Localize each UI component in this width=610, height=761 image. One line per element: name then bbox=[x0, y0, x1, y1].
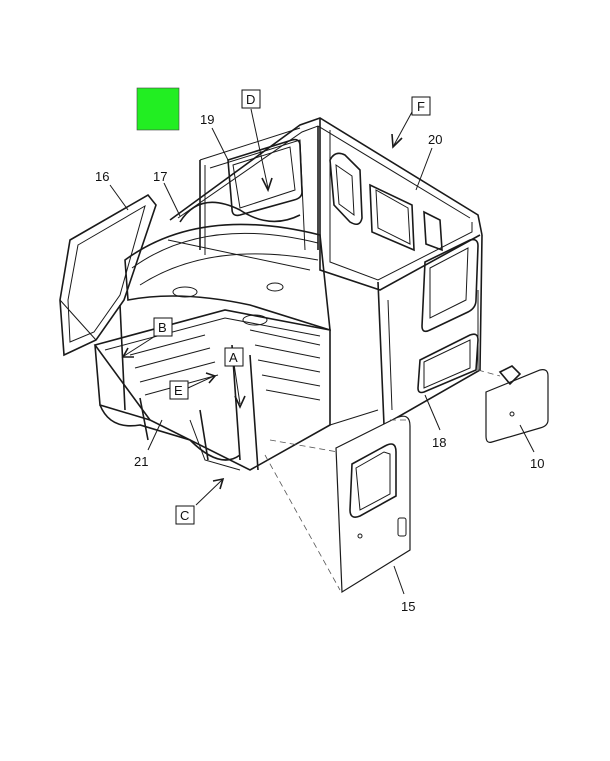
door-assembly-line-1 bbox=[269, 439, 339, 453]
callout-15: 15 bbox=[401, 599, 415, 614]
svg-text:A: A bbox=[229, 350, 238, 365]
callout-19: 19 bbox=[200, 112, 214, 127]
green-marker-square bbox=[136, 87, 180, 131]
door-panel bbox=[335, 415, 411, 594]
callout-16: 16 bbox=[95, 169, 109, 184]
svg-text:B: B bbox=[158, 320, 167, 335]
svg-text:F: F bbox=[417, 99, 425, 114]
view-label-f: F bbox=[411, 96, 431, 116]
view-label-c: C bbox=[175, 505, 195, 525]
callout-20: 20 bbox=[428, 132, 442, 147]
callout-18: 18 bbox=[432, 435, 446, 450]
view-label-a: A bbox=[224, 347, 244, 367]
cab-body-drawing bbox=[59, 117, 483, 471]
svg-text:C: C bbox=[180, 508, 189, 523]
svg-text:E: E bbox=[174, 383, 183, 398]
callout-17: 17 bbox=[153, 169, 167, 184]
view-label-e: E bbox=[169, 380, 189, 400]
door-assembly-line-2 bbox=[264, 454, 341, 591]
view-label-b: B bbox=[153, 317, 173, 337]
callout-10: 10 bbox=[530, 456, 544, 471]
view-label-d: D bbox=[241, 89, 261, 109]
access-panel bbox=[477, 365, 549, 443]
callout-21: 21 bbox=[134, 454, 148, 469]
leader-lines bbox=[109, 108, 535, 595]
svg-text:D: D bbox=[246, 92, 255, 107]
